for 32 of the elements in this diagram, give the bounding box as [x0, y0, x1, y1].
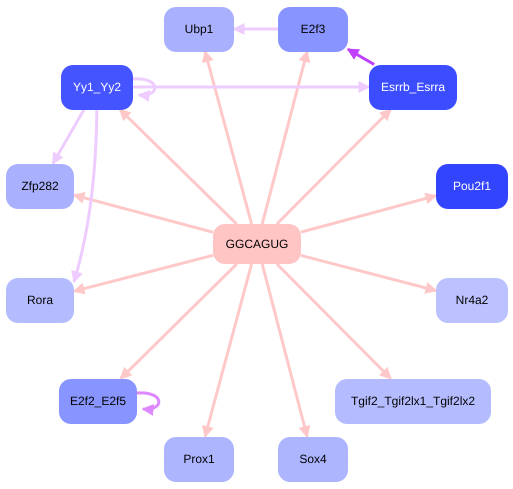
arrow — [72, 192, 214, 234]
arrow — [260, 264, 310, 438]
arrow — [132, 77, 156, 102]
node-box: Esrrb_Esrra — [369, 64, 457, 110]
arrow — [202, 50, 254, 224]
arrow — [260, 50, 310, 224]
node-box: Sox4 — [278, 436, 348, 482]
arrow — [72, 254, 214, 294]
node-box: Yy1_Yy2 — [61, 64, 133, 110]
node-box: Zfp282 — [6, 164, 74, 208]
arrow — [120, 262, 238, 380]
arrow — [202, 264, 254, 438]
arrow — [276, 108, 392, 226]
arrow — [232, 23, 278, 35]
arrow — [300, 254, 438, 294]
node-box: Prox1 — [164, 436, 234, 482]
node-box: Pou2f1 — [436, 164, 508, 208]
arrow — [118, 108, 238, 226]
node-box: E2f2_E2f5 — [59, 378, 137, 424]
arrow — [71, 109, 98, 284]
node-box: GGCAGUG — [213, 224, 301, 264]
arrow — [136, 391, 160, 416]
node-box: Tgif2_Tgif2lx1_Tgif2lx2 — [335, 378, 491, 424]
arrow — [52, 108, 86, 165]
arrow — [276, 262, 392, 380]
node-box: Ubp1 — [164, 6, 234, 52]
arrow — [133, 81, 370, 93]
node-box: Nr4a2 — [436, 278, 508, 322]
node-box: E2f3 — [278, 6, 348, 52]
arrow — [346, 48, 375, 66]
arrow — [300, 192, 438, 234]
node-box: Rora — [6, 278, 74, 322]
